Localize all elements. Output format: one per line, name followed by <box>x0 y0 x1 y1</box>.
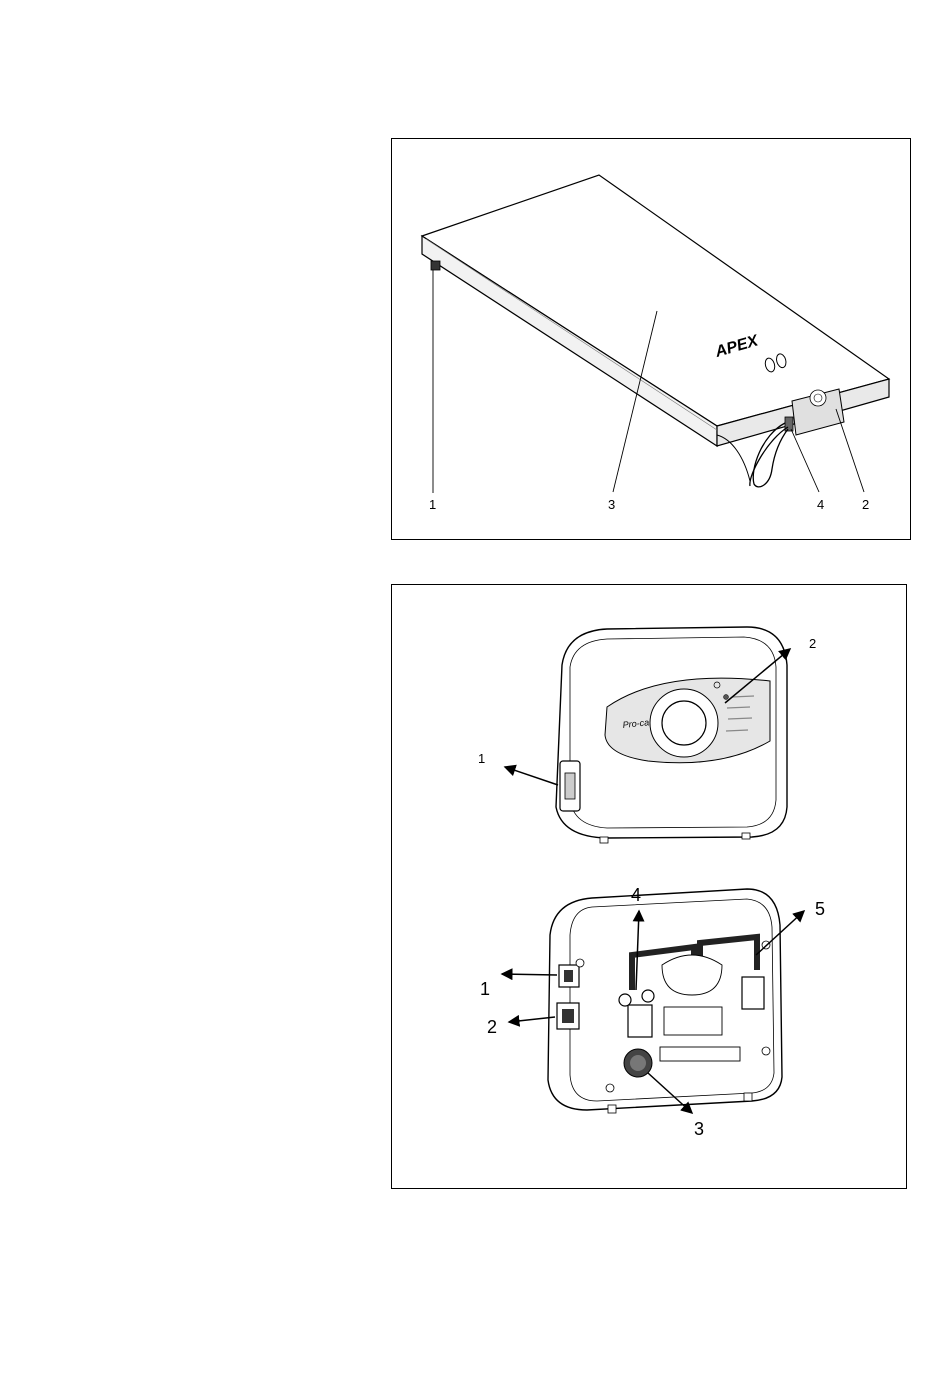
callout-1: 1 <box>480 979 490 999</box>
leader-line-2 <box>836 409 864 492</box>
figure-pump-views: Pro-care 2 2 1 <box>391 584 907 1189</box>
hose-connector <box>642 990 654 1002</box>
callout-3: 3 <box>608 497 615 512</box>
pump-rear-view <box>548 889 782 1113</box>
pump-illustration: Pro-care 2 2 1 <box>392 585 908 1190</box>
cpr-valve <box>431 261 440 270</box>
arrow-2 <box>509 1017 555 1022</box>
callout-5: 5 <box>815 899 825 919</box>
callout-1: 1 <box>429 497 436 512</box>
hose-connector <box>619 994 631 1006</box>
callout-4: 4 <box>817 497 824 512</box>
arrow-1 <box>502 974 557 975</box>
pump-front-view: Pro-care 2 <box>556 627 787 843</box>
callout-2: 2 <box>487 1017 497 1037</box>
leader-line-4 <box>791 429 819 492</box>
callout-3: 3 <box>694 1119 704 1139</box>
figure-mattress-overview: APEX 1 3 4 2 <box>391 138 911 540</box>
callout-2: 2 <box>809 636 816 651</box>
callout-2: 2 <box>862 497 869 512</box>
arrow-1 <box>505 767 558 785</box>
indicator-light <box>724 695 729 700</box>
callout-1: 1 <box>478 751 485 766</box>
callout-4: 4 <box>631 885 641 905</box>
mattress-illustration: APEX 1 3 4 2 <box>392 139 912 541</box>
